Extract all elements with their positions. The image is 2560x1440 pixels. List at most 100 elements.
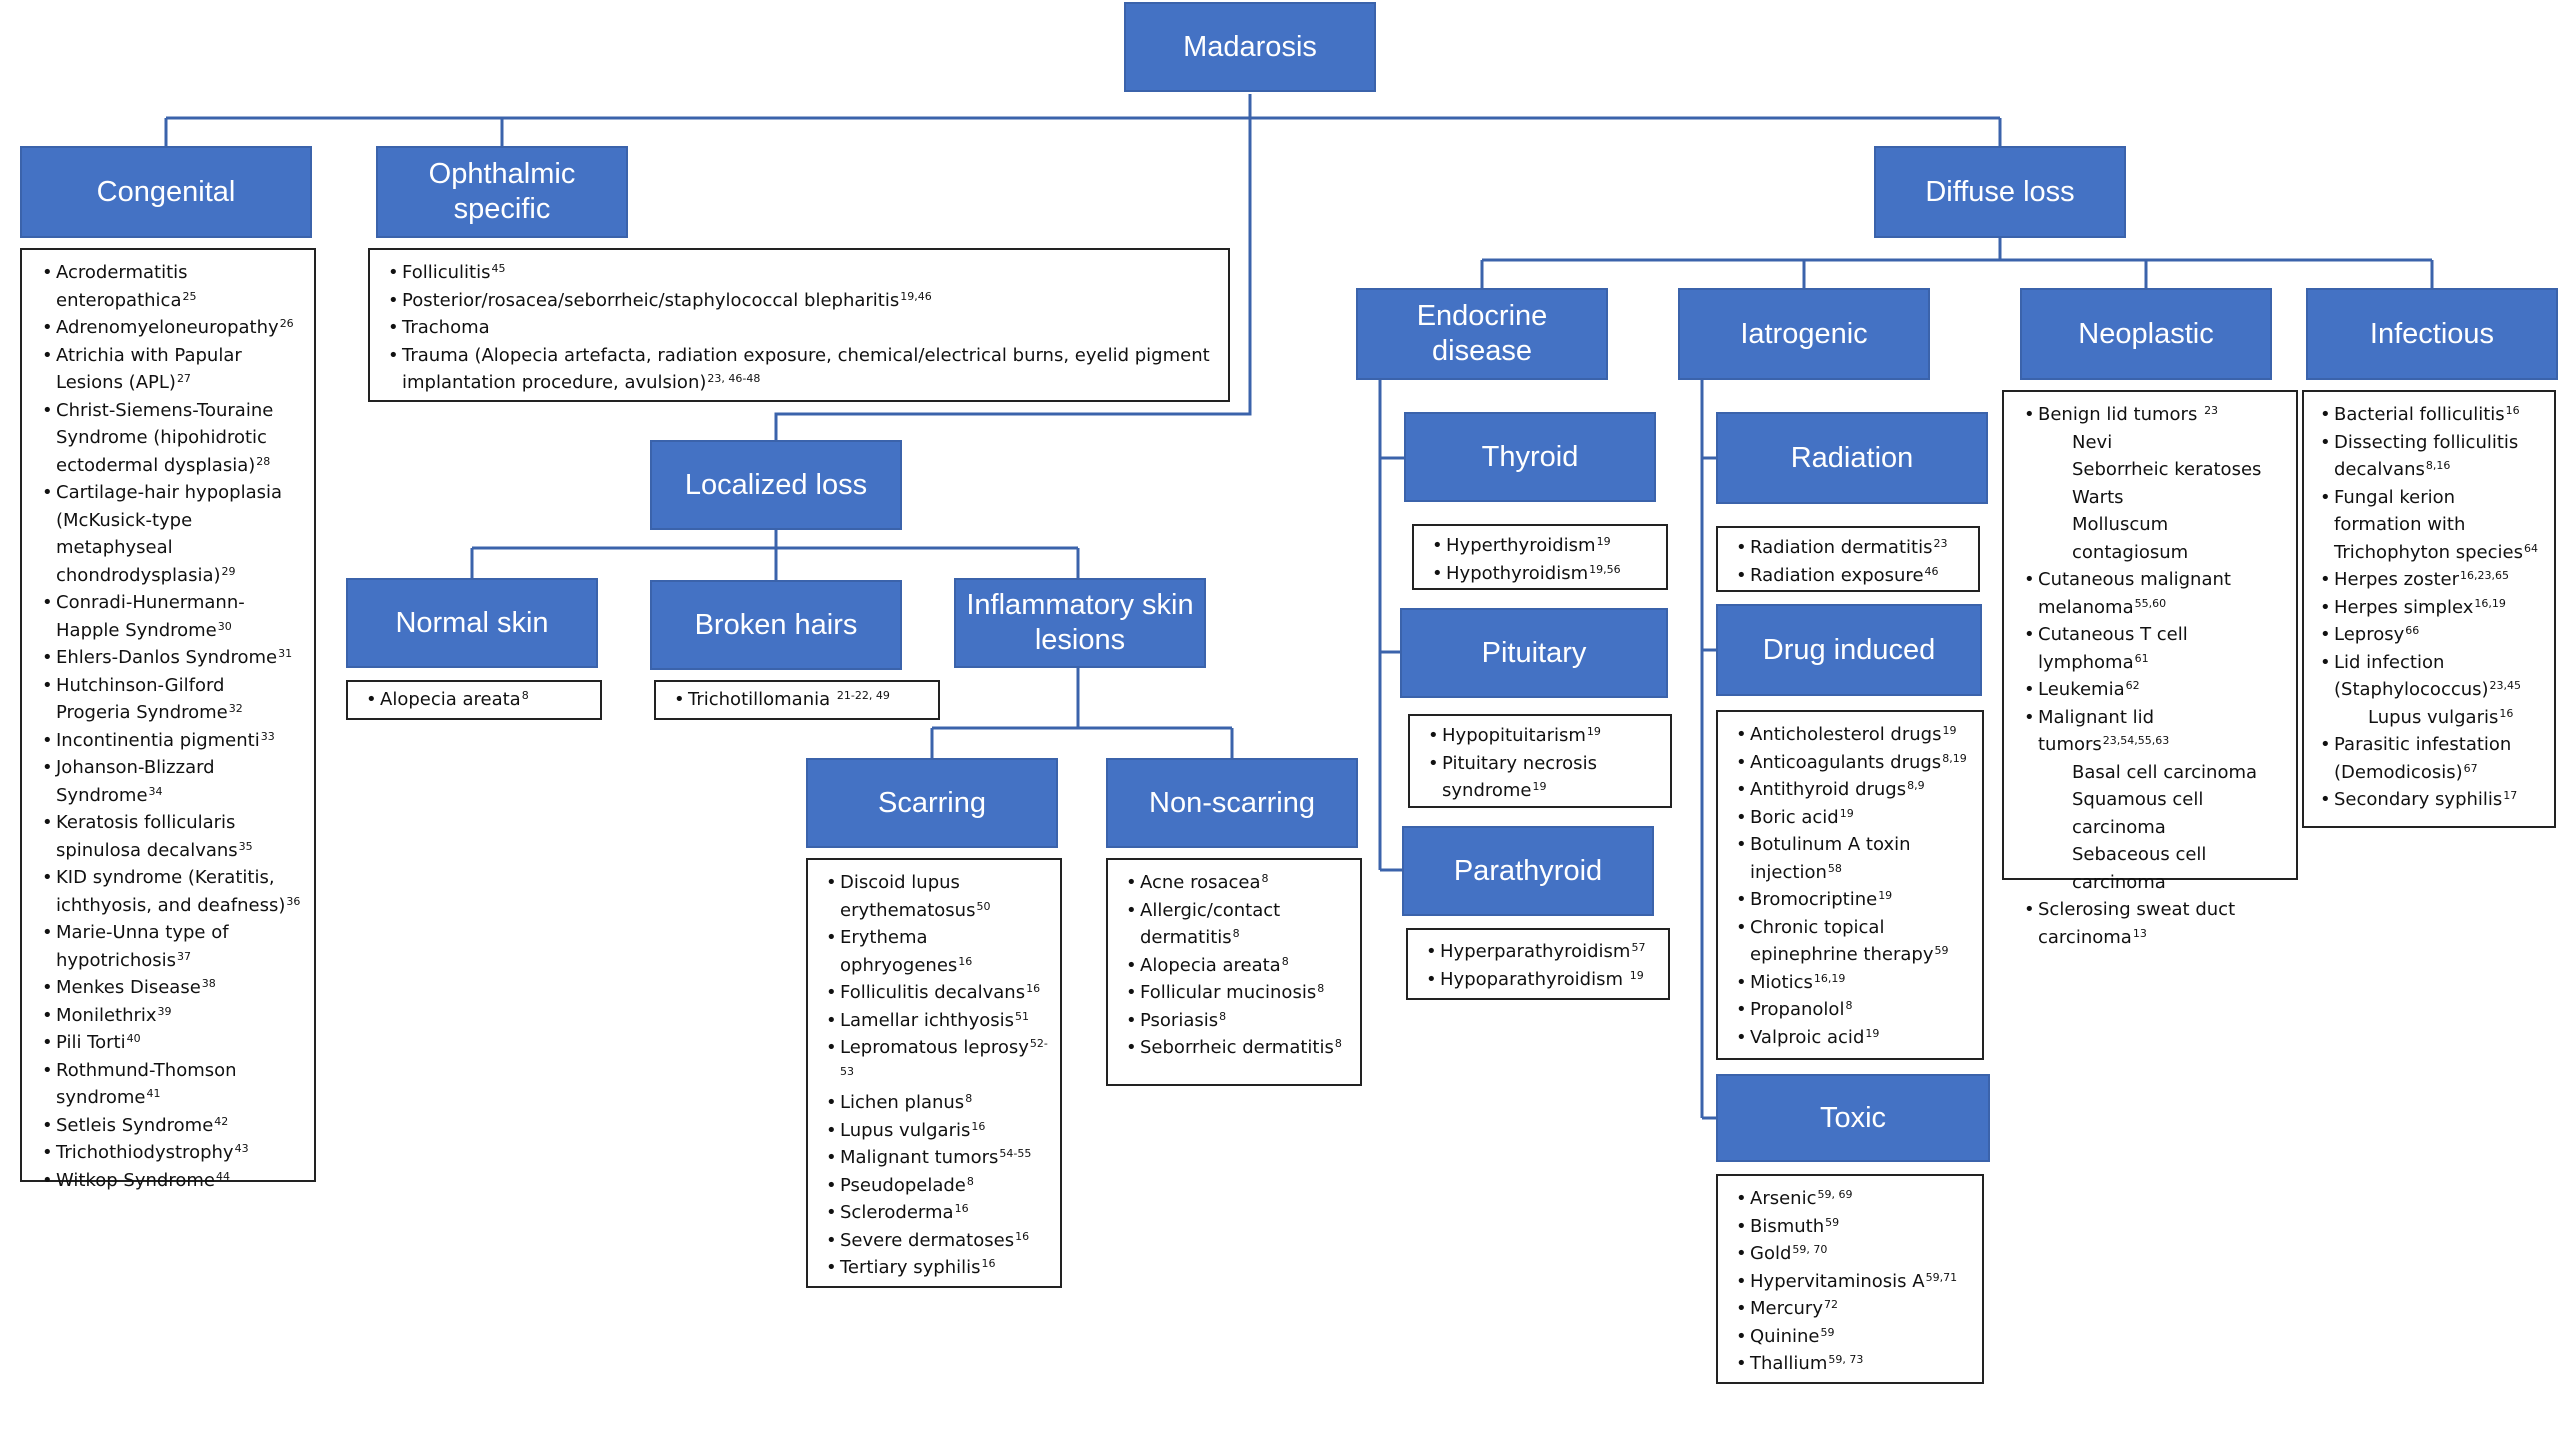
list-item-text: Marie-Unna type of hypotrichosis — [56, 922, 229, 971]
list-item-text: Propanolol — [1750, 999, 1845, 1020]
reference-superscript: 64 — [2523, 541, 2538, 555]
list-item: Hypervitaminosis A59,71 — [1736, 1268, 1972, 1296]
list-normal-skin: Alopecia areata8 — [346, 680, 602, 720]
list-item-text: Pili Torti — [56, 1032, 126, 1053]
list-item-text: Rothmund-Thomson syndrome — [56, 1059, 237, 1109]
list-item: Warts — [2024, 484, 2286, 512]
reference-superscript: 61 — [2134, 651, 2149, 665]
reference-superscript: 59 — [1934, 944, 1949, 957]
list-item: Secondary syphilis17 — [2320, 786, 2544, 814]
list-item-text: Warts — [2072, 486, 2124, 508]
list-item: Severe dermatoses16 — [826, 1227, 1050, 1255]
reference-superscript: 34 — [148, 784, 163, 798]
reference-superscript: 17 — [2503, 789, 2518, 802]
list-item-text: Acne rosacea — [1140, 872, 1261, 893]
list-item: Boric acid19 — [1736, 804, 1972, 832]
list-item: Quinine59 — [1736, 1323, 1972, 1351]
list-item-text: Sclerosing sweat duct carcinoma — [2038, 899, 2236, 948]
list-item: Chronic topical epinephrine therapy59 — [1736, 914, 1972, 969]
reference-superscript: 8 — [966, 1174, 974, 1188]
reference-superscript: 8,16 — [2425, 459, 2451, 472]
list-item-text: Johanson-Blizzard Syndrome — [56, 757, 215, 806]
list-item-text: KID syndrome (Keratitis, ichthyosis, and… — [56, 867, 286, 916]
list-item-text: Trauma (Alopecia artefacta, radiation ex… — [402, 344, 1210, 394]
list-item: Mercury72 — [1736, 1295, 1972, 1323]
list-item-text: Monilethrix — [56, 1004, 157, 1026]
list-pituitary: Hypopituitarism19Pituitary necrosis synd… — [1408, 714, 1672, 808]
list-item-text: Trichothiodystrophy — [56, 1142, 234, 1163]
list-item: Menkes Disease38 — [42, 974, 304, 1002]
reference-superscript: 59, 69 — [1817, 1188, 1853, 1201]
reference-superscript: 46 — [1924, 564, 1939, 578]
list-item-text: Radiation exposure — [1750, 564, 1924, 586]
node-diffuse-loss: Diffuse loss — [1874, 146, 2126, 238]
list-item: Miotics16,19 — [1736, 969, 1972, 997]
list-item: Radiation dermatitis23 — [1736, 534, 1968, 562]
list-item: Lupus vulgaris16 — [2320, 704, 2544, 732]
reference-superscript: 23,54,55,63 — [2102, 734, 2170, 747]
reference-superscript: 19 — [1532, 780, 1547, 793]
list-item: Bacterial folliculitis16 — [2320, 401, 2544, 429]
list-item: Psoriasis8 — [1126, 1007, 1350, 1035]
reference-superscript: 39 — [157, 1004, 172, 1018]
list-item: Alopecia areata8 — [366, 686, 590, 714]
list-item: Leukemia62 — [2024, 676, 2286, 704]
list-item: Witkop Syndrome44 — [42, 1167, 304, 1195]
list-item-text: Thallium — [1750, 1353, 1828, 1374]
list-item-text: Lamellar ichthyosis — [840, 1009, 1015, 1031]
list-item-text: Secondary syphilis — [2334, 789, 2503, 810]
reference-superscript: 16 — [1026, 982, 1041, 995]
reference-superscript: 19 — [1942, 724, 1957, 737]
list-item: Seborrheic keratoses — [2024, 456, 2286, 484]
list-item-text: Herpes simplex — [2334, 596, 2474, 618]
reference-superscript: 23 — [2204, 404, 2219, 417]
list-item-text: Squamous cell carcinoma — [2072, 789, 2204, 838]
list-item-text: Arsenic — [1750, 1188, 1817, 1209]
node-normal-skin: Normal skin — [346, 578, 598, 668]
reference-superscript: 16 — [954, 1202, 969, 1215]
list-item: Folliculitis45 — [388, 259, 1218, 287]
list-item-text: Alopecia areata — [1140, 954, 1281, 976]
node-non-scarring: Non-scarring — [1106, 758, 1358, 848]
list-item-text: Gold — [1750, 1243, 1792, 1264]
node-ophthalmic-specific: Ophthalmic specific — [376, 146, 628, 238]
list-ophthalmic-specific: Folliculitis45Posterior/rosacea/seborrhe… — [368, 248, 1230, 402]
list-item-text: Pituitary necrosis syndrome — [1442, 752, 1597, 802]
reference-superscript: 43 — [234, 1142, 249, 1155]
list-item-text: Malignant tumors — [840, 1147, 999, 1168]
reference-superscript: 38 — [201, 977, 216, 990]
list-item: Lupus vulgaris16 — [826, 1117, 1050, 1145]
list-item-text: Follicular mucinosis — [1140, 982, 1317, 1003]
reference-superscript: 59, 70 — [1792, 1243, 1828, 1256]
list-item-text: Bromocriptine — [1750, 889, 1878, 910]
list-radiation: Radiation dermatitis23Radiation exposure… — [1716, 526, 1980, 592]
reference-superscript: 19 — [1586, 725, 1601, 738]
reference-superscript: 16 — [958, 954, 973, 968]
list-item-text: Menkes Disease — [56, 977, 201, 998]
list-item-text: Mercury — [1750, 1298, 1823, 1319]
list-item: Fungal kerion formation with Trichophyto… — [2320, 484, 2544, 567]
reference-superscript: 32 — [228, 702, 243, 715]
list-item: Hyperparathyroidism57 — [1426, 938, 1658, 966]
list-item: Hypopituitarism19 — [1428, 722, 1660, 750]
reference-superscript: 8 — [1232, 927, 1240, 940]
reference-superscript: 16 — [2505, 404, 2520, 417]
list-item-text: Lid infection (Staphylococcus) — [2334, 651, 2489, 701]
list-toxic: Arsenic59, 69Bismuth59Gold59, 70Hypervit… — [1716, 1174, 1984, 1384]
list-item: Lichen planus8 — [826, 1089, 1050, 1117]
list-item: Ehlers-Danlos Syndrome31 — [42, 644, 304, 672]
reference-superscript: 52-53 — [840, 1037, 1048, 1078]
list-item-text: Botulinum A toxin injection — [1750, 834, 1911, 883]
list-item-text: Keratosis follicularis spinulosa decalva… — [56, 812, 238, 861]
list-item: Erythema ophryogenes16 — [826, 924, 1050, 979]
list-item: Trachoma — [388, 314, 1218, 342]
list-item-text: Cartilage-hair hypoplasia (McKusick-type… — [56, 482, 283, 586]
reference-superscript: 8,19 — [1942, 751, 1967, 765]
reference-superscript: 41 — [146, 1087, 161, 1100]
connector-localized-bus — [472, 530, 1078, 550]
reference-superscript: 42 — [214, 1114, 229, 1128]
list-item: Christ-Siemens-Touraine Syndrome (hipohi… — [42, 397, 304, 480]
list-item-text: Hypervitaminosis A — [1750, 1270, 1925, 1292]
list-item: Hyperthyroidism19 — [1432, 532, 1656, 560]
reference-superscript: 62 — [2125, 679, 2140, 692]
